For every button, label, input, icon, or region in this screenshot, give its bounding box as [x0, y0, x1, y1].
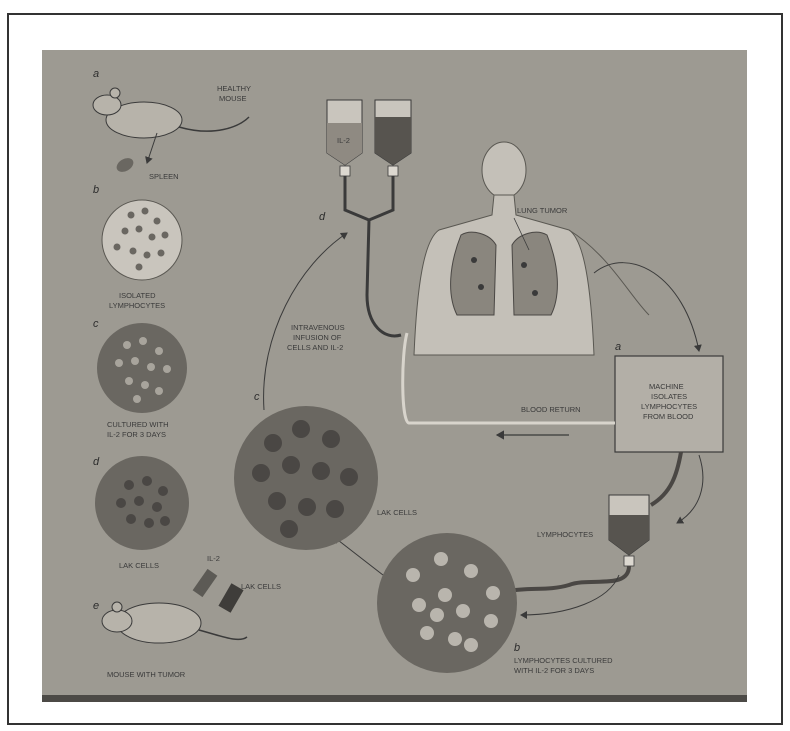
figure-frame: a HEALTHY MOUSE SPLEEN b ISOLATED LYMPHO…: [7, 13, 783, 725]
infusion-label-3: CELLS AND IL-2: [287, 343, 343, 352]
infusion-label-1: INTRAVENOUS: [291, 323, 345, 332]
syringe-il2-label: IL-2: [207, 554, 220, 563]
letter-b: b: [93, 184, 99, 196]
machine-label-1: MACHINE: [649, 382, 684, 391]
machine-label-4: FROM BLOOD: [643, 412, 694, 421]
mouse-with-tumor-label: MOUSE WITH TUMOR: [107, 670, 186, 679]
letter-e: e: [93, 600, 99, 612]
infusion-label-2: INFUSION OF: [293, 333, 342, 342]
isolated-label-2: LYMPHOCYTES: [109, 301, 165, 310]
healthy-mouse-label-1: HEALTHY: [217, 84, 251, 93]
lak-cells-small-dish: [95, 456, 189, 550]
spleen-label: SPLEEN: [149, 172, 179, 181]
cultured-big-label-2: WITH IL-2 FOR 3 DAYS: [514, 666, 594, 675]
blood-return-label: BLOOD RETURN: [521, 405, 581, 414]
cultured-lymphocytes-dish: [377, 533, 517, 673]
isolated-lymphocytes-dish: [102, 200, 182, 280]
letter-b-big: b: [514, 642, 520, 654]
cultured-big-label-1: LYMPHOCYTES CULTURED: [514, 656, 613, 665]
letter-d-infusion: d: [319, 211, 326, 223]
cultured-label-2: IL-2 FOR 3 DAYS: [107, 430, 166, 439]
machine-label-2: ISOLATES: [651, 392, 687, 401]
immunotherapy-diagram: a HEALTHY MOUSE SPLEEN b ISOLATED LYMPHO…: [9, 15, 781, 723]
lak-cells-big-dish: [234, 406, 378, 550]
machine-label-3: LYMPHOCYTES: [641, 402, 697, 411]
lymphocytes-label: LYMPHOCYTES: [537, 530, 593, 539]
letter-a-machine: a: [615, 341, 621, 353]
syringe-lak-label: LAK CELLS: [241, 582, 281, 591]
cultured-cells-dish: [97, 323, 187, 413]
healthy-mouse-label-2: MOUSE: [219, 94, 247, 103]
lak-cells-small-label: LAK CELLS: [119, 561, 159, 570]
isolated-label-1: ISOLATED: [119, 291, 156, 300]
bag-il2-label: IL-2: [337, 136, 350, 145]
poster-shadow-strip: [42, 695, 747, 702]
letter-a-mouse: a: [93, 68, 99, 80]
lung-tumor-label: LUNG TUMOR: [517, 206, 568, 215]
letter-c-big: c: [254, 391, 260, 403]
cultured-label-1: CULTURED WITH: [107, 420, 169, 429]
letter-d-left: d: [93, 456, 100, 468]
lak-cells-big-label: LAK CELLS: [377, 508, 417, 517]
letter-c-left: c: [93, 318, 99, 330]
